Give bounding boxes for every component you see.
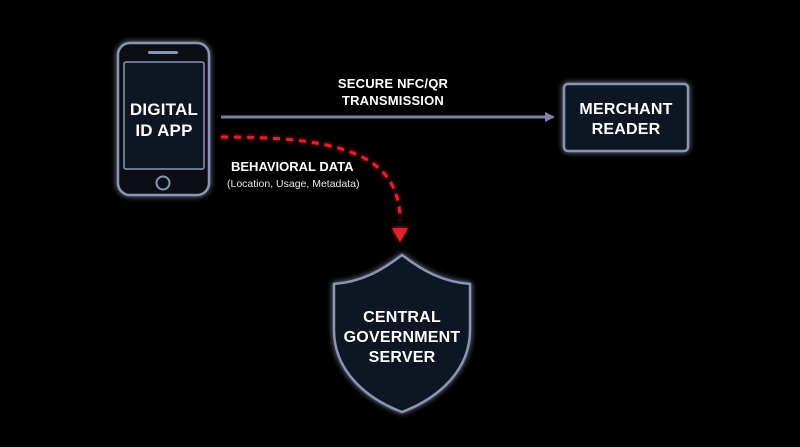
merchant-label: MERCHANT READER bbox=[564, 100, 688, 140]
server-label-line1: CENTRAL bbox=[363, 309, 441, 326]
government-server-shield bbox=[332, 253, 472, 414]
merchant-reader-box bbox=[562, 82, 690, 153]
secure-transmission-label: SECURE NFC/QR TRANSMISSION bbox=[300, 75, 486, 109]
phone-label-line2: ID APP bbox=[135, 121, 193, 140]
behavioral-data-subtitle: (Location, Usage, Metadata) bbox=[227, 178, 360, 190]
behavioral-data-title: BEHAVIORAL DATA bbox=[231, 159, 354, 174]
behavioral-data-arrow bbox=[220, 135, 408, 242]
server-label: CENTRAL GOVERNMENT SERVER bbox=[322, 308, 482, 368]
phone-label-line1: DIGITAL bbox=[129, 100, 199, 119]
secure-transmission-line1: SECURE NFC/QR bbox=[337, 76, 449, 91]
merchant-label-line1: MERCHANT bbox=[579, 101, 673, 118]
secure-transmission-line2: TRANSMISSION bbox=[341, 93, 445, 108]
server-label-line3: SERVER bbox=[368, 349, 436, 366]
merchant-label-line2: READER bbox=[591, 121, 661, 138]
server-label-line2: GOVERNMENT bbox=[343, 329, 461, 346]
phone-device bbox=[116, 41, 211, 197]
phone-label: DIGITAL ID APP bbox=[118, 99, 210, 141]
